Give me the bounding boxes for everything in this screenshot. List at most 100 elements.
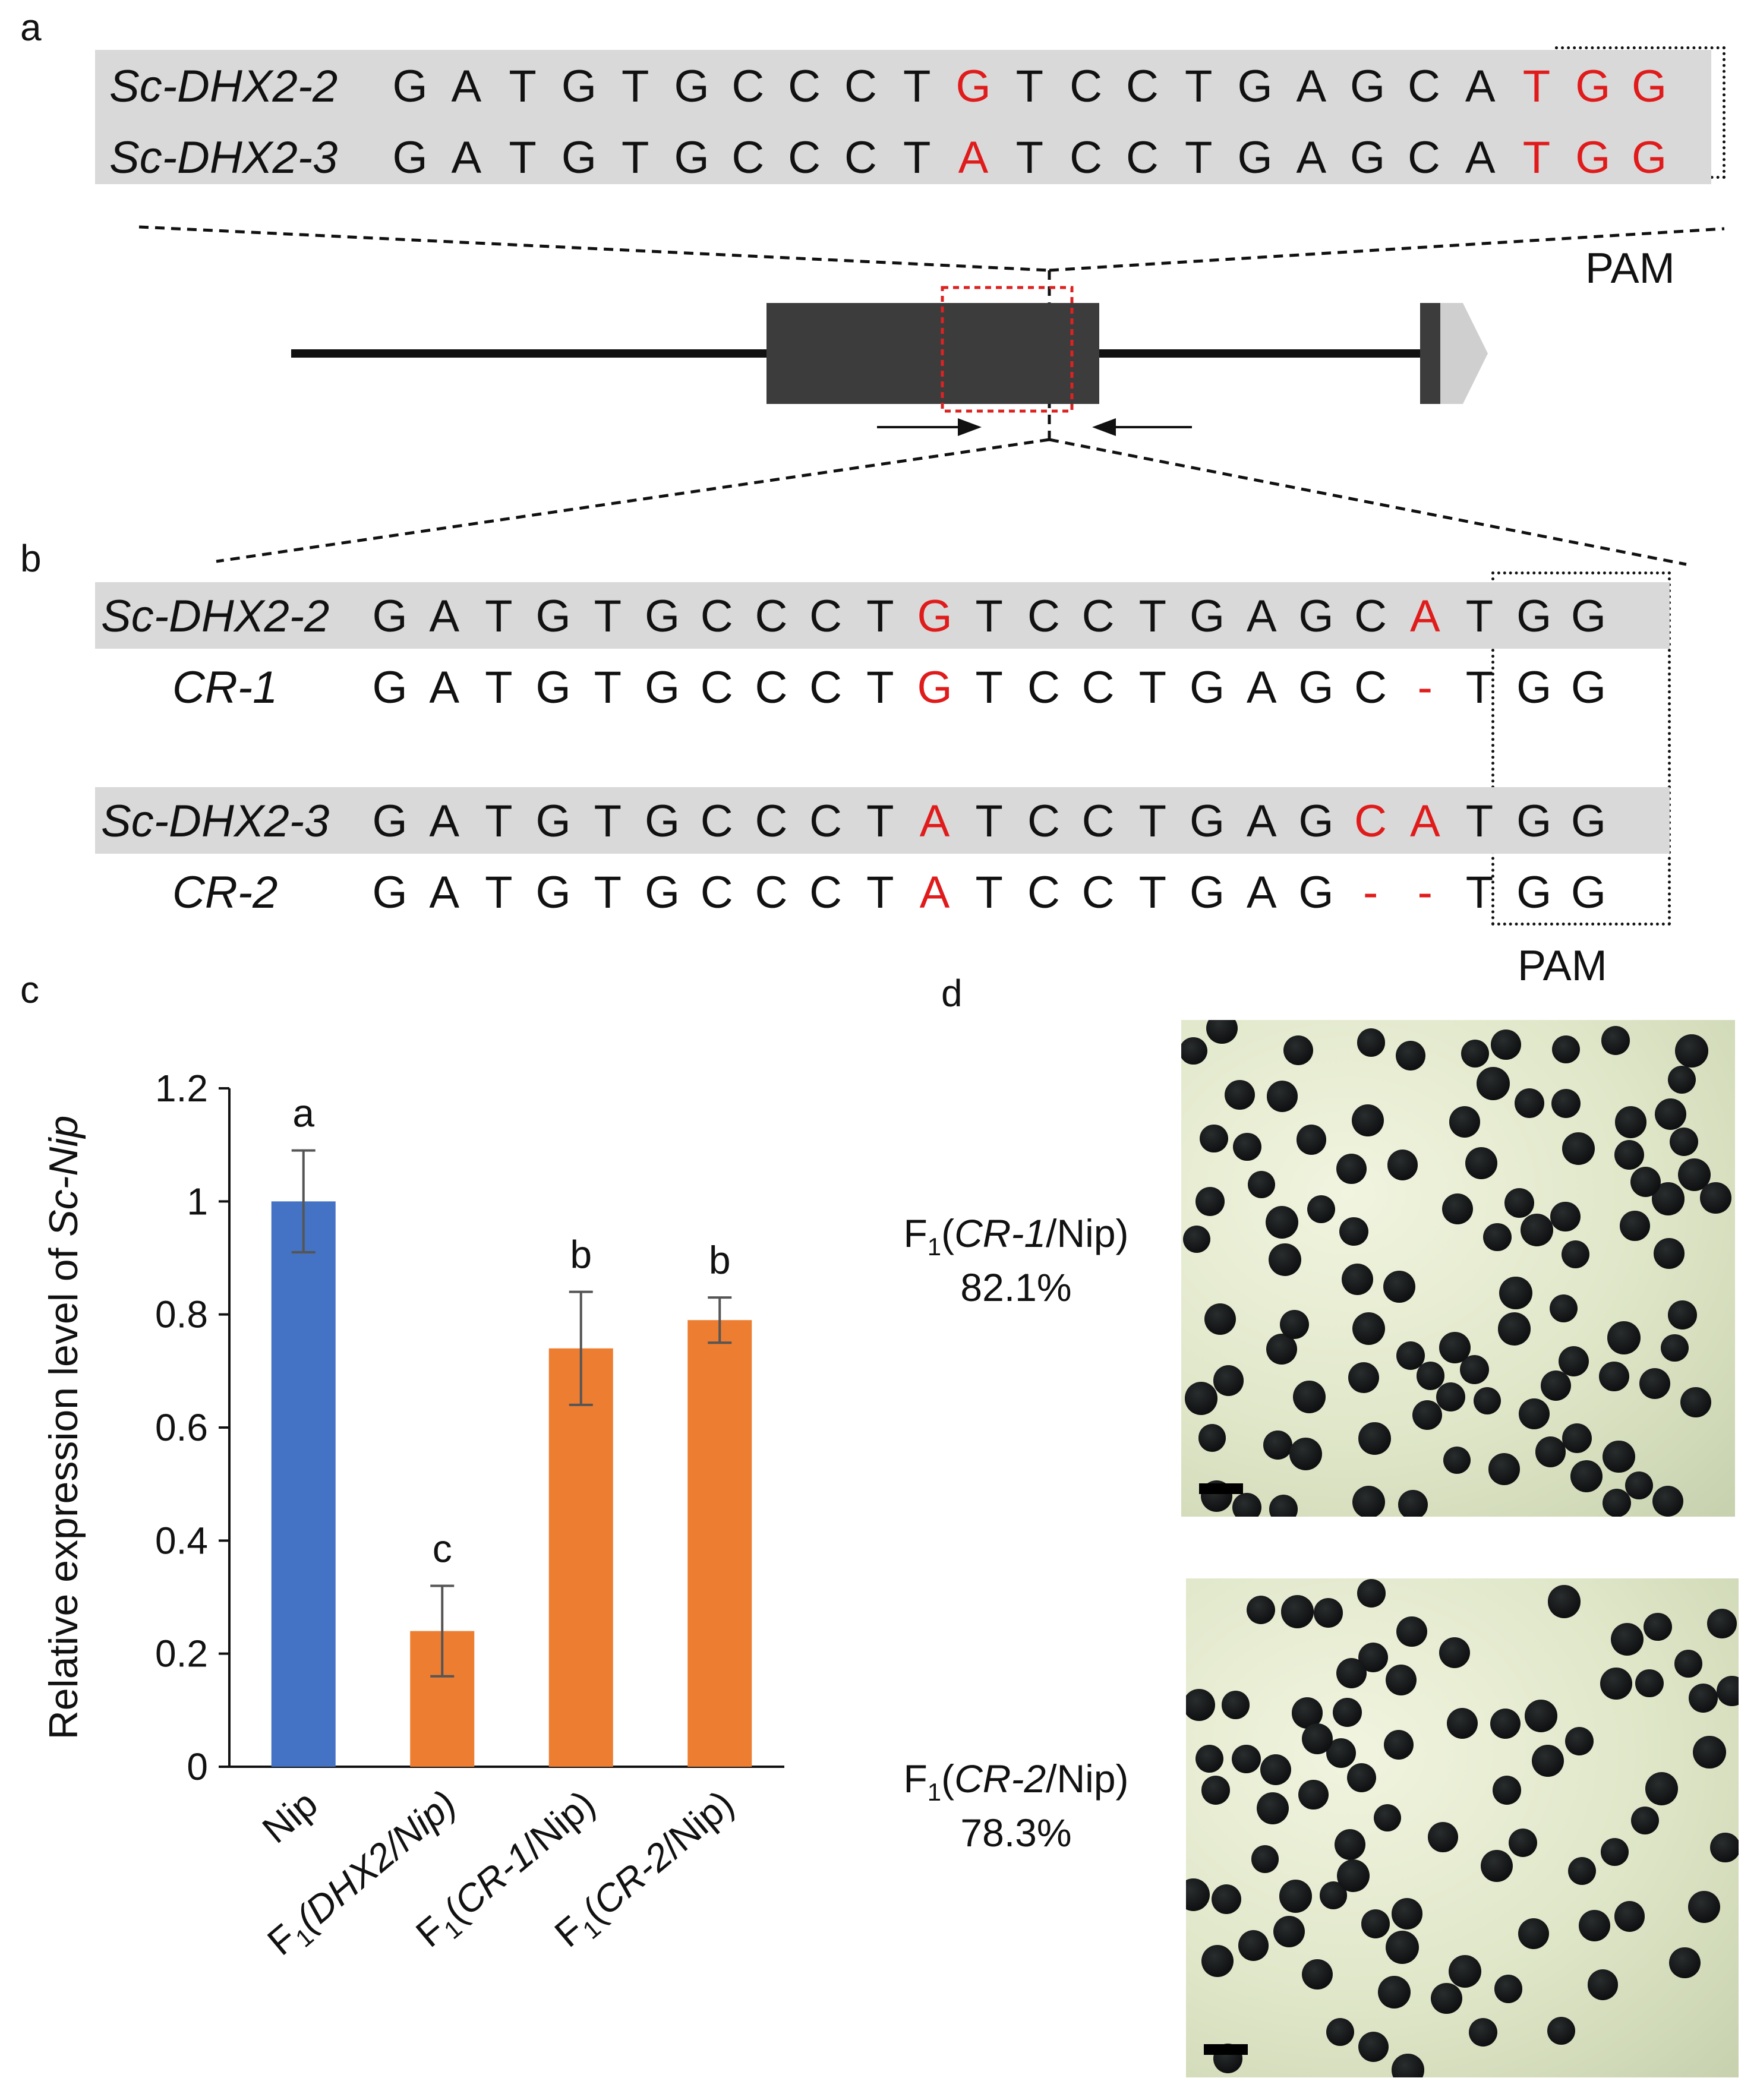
pollen-grain [1654,1098,1686,1130]
pollen-grain [1248,1171,1276,1199]
panel_b-row-1-base: G [1570,662,1606,713]
pollen-grain [1398,1489,1428,1517]
pollen-grain [1525,1700,1557,1732]
pollen-grain [1532,1744,1564,1777]
pollen-grain [1337,1859,1370,1893]
panel_b-row-2-base: T [594,796,622,847]
panel_a-row-1-base: C [844,132,877,183]
panel_b-row-1-base: A [1246,662,1277,713]
y-tick-label: 0.2 [155,1632,208,1675]
pollen-grain [1313,1598,1343,1628]
panel_b-row-3-base: T [975,867,1003,918]
pollen-grain [1614,1901,1645,1932]
pollen-grain [1336,1154,1367,1184]
significance-letter-1: c [433,1526,452,1570]
pollen-grain [1620,1211,1650,1241]
pollen-grain [1279,1880,1313,1913]
pollen-grain [1283,1035,1313,1066]
pollen-grain [1232,1493,1261,1517]
panel_a-row-0-base: G [1632,61,1667,112]
pollen-grain [1387,1150,1418,1180]
panel_b-row-0-base: T [1465,591,1494,642]
pollen-grain [1383,1270,1415,1303]
pollen-grain [1269,1495,1298,1517]
pollen-grain [1717,1675,1739,1707]
panel_a-row-1-label: Sc-DHX2-3 [109,132,338,183]
panel_b-row-0-base: T [866,591,894,642]
pollen-grain [1212,1884,1242,1914]
y-tick-label: 0 [187,1745,208,1788]
panel_a-row-1-base: G [1632,132,1667,183]
pollen-grain [1273,1915,1305,1947]
panel_a-row-0-base: C [788,61,821,112]
panel_b-row-0-base: C [809,591,843,642]
panel_a-row-1-band [95,115,1711,184]
pollen-grain [1428,1822,1458,1852]
pollen-grain [1551,1035,1580,1064]
pollen-grain [1509,1829,1538,1858]
pollen-grain [1521,1214,1554,1246]
pollen-grain [1416,1362,1445,1390]
pollen-grain [1607,1321,1641,1355]
pollen-grain [1266,1080,1298,1112]
pollen-grain [1348,1362,1379,1393]
pollen-grain [1477,1067,1510,1100]
panel_b-row-2-base: G [644,796,680,847]
panel_a-row-1-base: T [509,132,537,183]
panel_a-row-1-base: T [1522,132,1551,183]
panel_a-row-0-base: G [1350,61,1386,112]
panel_b-row-3-base: A [1246,867,1277,918]
pollen-grain [1266,1205,1299,1239]
panel_a-row-1-base: T [903,132,931,183]
pollen-grain [1256,1792,1289,1825]
pollen-grain [1562,1132,1595,1166]
pollen-grain [1251,1845,1279,1873]
panel_b-row-3-base: C [1081,867,1115,918]
y-tick-label: 0.6 [155,1406,208,1449]
panel_b-row-3-base: A [919,867,950,918]
panel_b-row-1-base: - [1417,662,1433,713]
pollen-grain [1535,1436,1566,1467]
zoom-line-lower-right [1049,438,1687,566]
pollen-grain [1551,1088,1581,1119]
panel_a-row-0-base: A [1465,61,1496,112]
exon-2 [1420,303,1440,404]
pollen-grain [1599,1361,1629,1392]
pollen-grain [1291,1697,1323,1729]
panel_a-row-1-base: C [1070,132,1103,183]
pollen-grain [1326,2017,1355,2047]
panel_b-row-2-base: A [1409,796,1440,847]
panel_a-row-0-base: T [1522,61,1551,112]
y-axis-label-gene: Sc-Nip [41,1116,86,1237]
pollen-grain [1351,1104,1384,1137]
y-tick-label: 1.2 [155,1067,208,1110]
panel_a-row-1-base: A [1296,132,1327,183]
pollen-grain [1548,1585,1581,1618]
pollen-grain [1263,1430,1292,1460]
micrograph-2-label: F1(CR-2/Nip) 78.3% [856,1754,1176,1857]
panel_a-row-0-base: T [1015,61,1044,112]
pollen-grain [1296,1125,1327,1155]
pollen-grain [1494,1974,1523,2003]
pollen-grain [1213,1365,1244,1396]
panel_a-row-0-base: C [1407,61,1440,112]
panel_b-row-2-base: C [755,796,788,847]
panel_b-row-3-base: G [1570,867,1606,918]
panel_a-row-1-base: G [1237,132,1273,183]
pollen-grain [1233,1132,1261,1161]
pollen-grain [1181,1037,1207,1065]
pollen-grain [1443,1447,1471,1474]
pollen-grain [1342,1263,1374,1295]
pollen-grain [1514,1088,1544,1119]
zoom-line-upper-right [1049,227,1725,272]
scale-bar [1204,2044,1248,2055]
panel_b-row-1-base: G [917,662,952,713]
primer-forward-head [958,418,982,436]
micrograph-1-label: F1(CR-1/Nip) 82.1% [856,1209,1176,1312]
pollen-grain [1361,1909,1390,1938]
pollen-grain [1639,1368,1671,1400]
panel_a-row-0-base: T [621,61,649,112]
panel_a-row-0-base: G [674,61,709,112]
panel_b-row-0-band [95,582,1670,649]
pollen-grain [1635,1669,1664,1698]
